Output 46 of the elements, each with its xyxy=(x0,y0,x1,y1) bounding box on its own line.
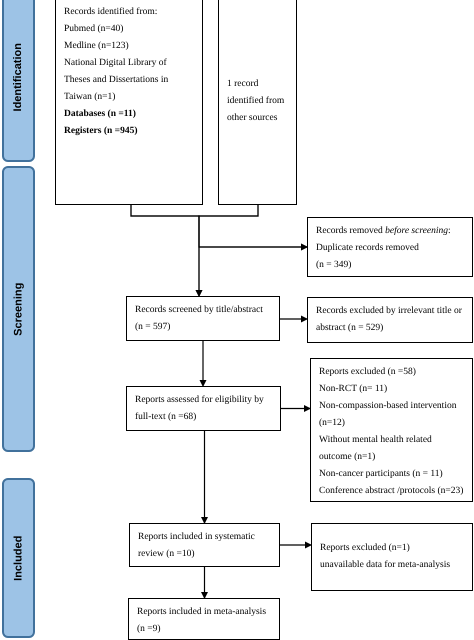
box-text: Records identified from: xyxy=(64,6,158,19)
phase-band xyxy=(2,0,35,162)
box-text: Registers (n =945) xyxy=(64,125,138,138)
process-box xyxy=(307,297,473,343)
arrow xyxy=(198,205,308,250)
phase-band xyxy=(2,478,35,638)
process-box xyxy=(311,523,473,591)
phase-label: Included xyxy=(11,535,26,581)
arrow xyxy=(200,341,206,387)
arrow xyxy=(281,405,311,412)
box-text: (n = 349) xyxy=(316,259,352,272)
phase-band xyxy=(2,166,35,452)
box-text: Duplicate records removed xyxy=(316,242,420,255)
process-box xyxy=(55,0,203,205)
box-text: Records screened by title/abstract (n = 597) xyxy=(135,304,264,334)
process-box xyxy=(126,386,281,431)
box-text: Medline (n=123) xyxy=(64,40,130,53)
process-box xyxy=(129,523,280,567)
process-box xyxy=(128,598,280,640)
arrow xyxy=(201,431,208,524)
box-text: Databases (n =11) xyxy=(64,108,137,121)
box-text: Records removed before screening: xyxy=(316,225,452,238)
arrow xyxy=(280,542,312,548)
box-text: Reports excluded (n =58) xyxy=(319,366,417,379)
box-text: Non-cancer participants (n = 11) xyxy=(319,468,444,481)
box-text: Pubmed (n=40) xyxy=(64,23,124,36)
process-box xyxy=(307,217,473,277)
box-text: National Digital Library of Theses and Dissertations in Taiwan (n=1) xyxy=(64,57,170,104)
box-text: Reports included in systematic review (n =10) xyxy=(138,531,256,561)
box-text: Records excluded by irrelevant title or abstract (n = 529) xyxy=(316,305,463,335)
phase-label: Identification xyxy=(11,42,26,112)
process-box xyxy=(126,296,280,341)
arrow xyxy=(201,567,208,599)
box-text: Without mental health related outcome (n=1) xyxy=(319,434,433,464)
box-text: unavailable data for meta-analysis xyxy=(320,559,452,572)
process-box xyxy=(218,0,297,205)
box-text: Conference abstract /protocols (n=23) xyxy=(319,485,464,498)
box-text: Reports assessed for eligibility by full-text (n =68) xyxy=(135,394,265,424)
arrow xyxy=(280,316,308,322)
box-text: Non-compassion-based intervention (n=12) xyxy=(319,400,458,430)
box-text: 1 record identified from other sources xyxy=(227,78,286,125)
box-text: Reports included in meta-analysis (n =9) xyxy=(137,606,268,636)
box-text: Reports excluded (n=1) xyxy=(320,542,411,555)
box-text: Non-RCT (n= 11) xyxy=(319,383,388,396)
phase-label: Screening xyxy=(11,282,26,336)
process-box xyxy=(310,358,473,502)
